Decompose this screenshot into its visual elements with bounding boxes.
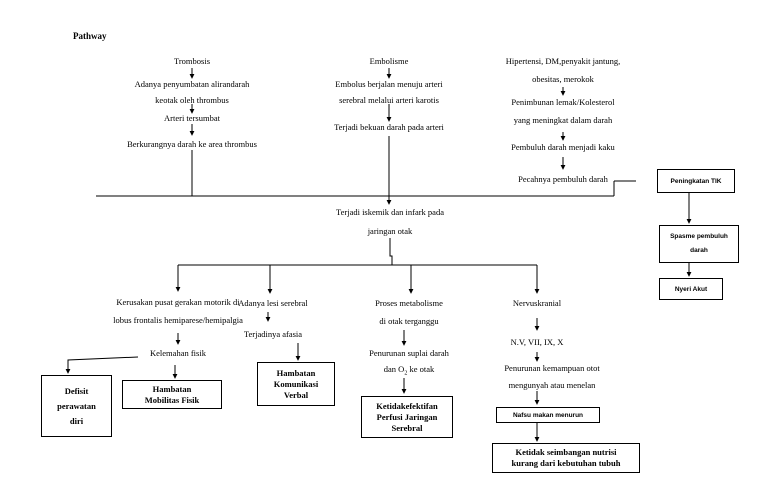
box-ketidak-seimbangan-nutrisi: Ketidak seimbangan nutrisi kurang dari k… (492, 443, 640, 473)
trombosis-label: Trombosis (173, 56, 211, 66)
branch2-step1: Adanya lesi serebral (238, 298, 308, 308)
branch4-step1: Nervuskranial (512, 298, 562, 308)
col2-step1b: serebral melalui arteri karotis (339, 95, 439, 105)
col2-step1: Embolus berjalan menuju arteri (335, 79, 443, 89)
branch1-step1b: lobus frontalis hemiparese/hemipalgia (113, 315, 243, 325)
col2-step2: Terjadi bekuan darah pada arteri (334, 122, 444, 132)
box-spasme-pembuluh-darah: Spasme pembuluh darah (659, 225, 739, 263)
branch4-step2: N.V, VII, IX, X (510, 337, 564, 347)
col1-step2: Arteri tersumbat (164, 113, 220, 123)
branch4-step3b: mengunyah atau menelan (508, 380, 596, 390)
branch3-step2b: dan O2 ke otak (344, 364, 474, 380)
box-nafsu-makan-menurun: Nafsu makan menurun (496, 407, 600, 423)
box-nyeri-akut: Nyeri Akut (659, 278, 723, 300)
line (65, 356, 139, 374)
branch1-step1: Kerusakan pusat gerakan motorik di (116, 297, 240, 307)
branch3-step2b-post: ke otak (407, 364, 435, 374)
col1-step1b: keotak oleh thrombus (155, 95, 229, 105)
box-ketidakefektifan-perfusi: Ketidakefektifan Perfusi Jaringan Serebr… (361, 396, 453, 438)
box-hambatan-komunikasi-verbal: Hambatan Komunikasi Verbal (257, 362, 335, 406)
branch3-step2b-sub: 2 (404, 370, 408, 377)
line (389, 238, 393, 265)
nutrisi-line2: kurang dari kebutuhan tubuh (511, 458, 621, 468)
col3-step1: Penimbunan lemak/Kolesterol (511, 97, 615, 107)
col3-step2: Pembuluh darah menjadi kaku (511, 142, 615, 152)
branch3-step1: Proses metabolisme (375, 298, 443, 308)
col1-step3: Berkurangnya darah ke area thrombus (127, 139, 257, 149)
embolisme-label: Embolisme (369, 56, 409, 66)
center-step1b: jaringan otak (367, 226, 413, 236)
branch3-step1b: di otak terganggu (379, 316, 439, 326)
branch2-step2: Terjadinya afasia (243, 329, 303, 339)
col1-step1: Adanya penyumbatan alirandarah (134, 79, 250, 89)
center-step1: Terjadi iskemik dan infark pada (336, 207, 444, 217)
col3-step1b: yang meningkat dalam darah (513, 115, 613, 125)
box-defisit-perawatan-diri: Defisit perawatan diri (41, 375, 112, 437)
nutrisi-line1: Ketidak seimbangan nutrisi (515, 447, 617, 457)
box-peningkatan-tik: Peningkatan TIK (657, 169, 735, 193)
branch3-step2b-pre: dan O (383, 364, 405, 374)
branch1-step2: Kelemahan fisik (150, 348, 206, 358)
col3-risk-factors: Hipertensi, DM,penyakit jantung, (505, 56, 621, 66)
box-hambatan-mobilitas-fisik: Hambatan Mobilitas Fisik (122, 380, 222, 409)
branch3-step2: Penurunan suplai darah (369, 348, 449, 358)
page-title: Pathway (73, 31, 107, 41)
col3-step3: Pecahnya pembuluh darah (518, 174, 608, 184)
col3-risk-factors-b: obesitas, merokok (532, 74, 594, 84)
branch4-step3: Penurunan kemampuan otot (504, 363, 600, 373)
